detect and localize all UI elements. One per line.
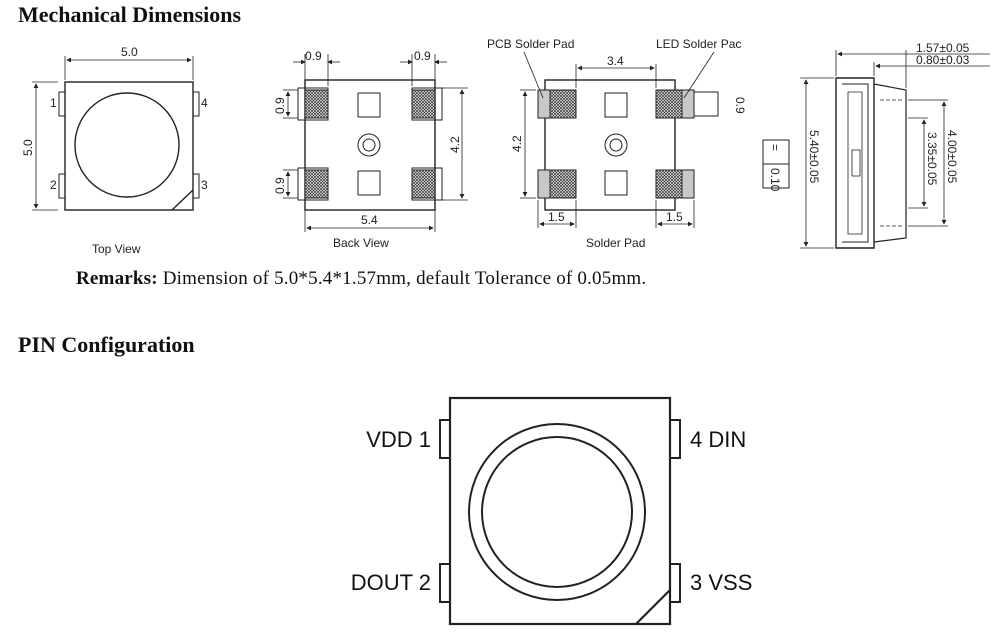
back-view-pad-1: [304, 89, 329, 119]
solder-pad-body: [544, 79, 676, 211]
pin-3-tab: [669, 563, 681, 603]
back-view-pad-right-label: 0.9: [414, 49, 431, 63]
pcb-solder-pad-label: PCB Solder Pad: [487, 37, 574, 51]
solder-pad-pad-height-label: 0.9: [733, 97, 747, 114]
top-view-height-label: 5.0: [21, 139, 35, 156]
top-view-pin3-label: 3: [201, 178, 208, 192]
side-view-drawing: = 0.10 1.57±0.05 0.80±0.03 5.40±0.05 4.0…: [762, 41, 990, 249]
solder-pad-1: [549, 89, 577, 119]
back-view-center-ring: [357, 133, 381, 157]
back-view-drawing: 0.9 0.9 0.9 0.9 4.2 5.4 Back View: [273, 49, 468, 250]
back-view-width-label: 5.4: [361, 213, 378, 227]
led-solder-pad-leader: [683, 51, 715, 99]
back-view-pad-2: [304, 169, 329, 199]
solder-pad-right-width-label: 1.5: [666, 210, 683, 224]
side-view-body: [835, 77, 875, 249]
side-view-lens: [873, 83, 907, 243]
back-view-caption: Back View: [333, 236, 389, 250]
side-view-window-length-label: 3.35±0.05: [925, 132, 939, 186]
top-view-body: [64, 81, 194, 211]
side-view-length-label: 5.40±0.05: [807, 130, 821, 184]
pin-configuration-heading: PIN Configuration: [18, 332, 195, 357]
pcb-solder-pad-leader: [523, 51, 544, 99]
pin-1-label: VDD 1: [366, 427, 431, 452]
top-view-drawing: 1 2 3 4 5.0 5.0 Top View: [21, 45, 208, 256]
pin-config-drawing: VDD 1 DOUT 2 3 VSS 4 DIN: [351, 396, 752, 626]
back-view-pad-3: [411, 169, 436, 199]
back-view-pad-left-label: 0.9: [305, 49, 322, 63]
solder-pad-3: [655, 169, 683, 199]
solder-pad-drawing: PCB Solder Pad LED Solder Pac 3.4 4.2 0.…: [487, 37, 747, 250]
solder-pad-2: [549, 169, 577, 199]
solder-pad-4: [655, 89, 683, 119]
back-view-pad-4: [411, 89, 436, 119]
side-view-top-thickness-label: 0.80±0.03: [916, 53, 970, 67]
remarks-text: Dimension of 5.0*5.4*1.57mm, default Tol…: [162, 268, 647, 289]
pin-config-chamfer: [635, 589, 671, 625]
back-view-pad-height-top-label: 0.9: [273, 97, 287, 114]
top-view-lens: [74, 92, 180, 198]
top-view-caption: Top View: [92, 242, 141, 256]
pin-4-label: 4 DIN: [690, 427, 746, 452]
flatness-value: 0.10: [768, 168, 782, 192]
solder-pad-left-width-label: 1.5: [548, 210, 565, 224]
back-view-height-label: 4.2: [448, 136, 462, 153]
back-view-center-pad-top: [357, 92, 381, 118]
remarks-line: Remarks: Dimension of 5.0*5.4*1.57mm, de…: [76, 268, 646, 290]
back-view-pad-height-bottom-label: 0.9: [273, 177, 287, 194]
mechanical-dimensions-heading: Mechanical Dimensions: [18, 2, 242, 27]
pin-config-lens-inner: [481, 436, 633, 588]
remarks-label: Remarks:: [76, 268, 158, 289]
pin-1-tab: [439, 419, 451, 459]
top-view-pin3-tab: [192, 173, 200, 199]
pin-config-lens-outer: [468, 423, 646, 601]
led-solder-pad-label: LED Solder Pac: [656, 37, 741, 51]
solder-pad-height-label: 4.2: [510, 135, 524, 152]
side-view-total-thickness-label: 1.57±0.05: [916, 41, 970, 55]
back-view-center-pad-bottom: [357, 170, 381, 196]
pin-2-label: DOUT 2: [351, 570, 431, 595]
top-view-width-label: 5.0: [121, 45, 138, 59]
pin-config-body: [448, 396, 672, 626]
solder-pad-caption: Solder Pad: [586, 236, 645, 250]
pin-4-tab: [669, 419, 681, 459]
solder-pad-spacing-label: 3.4: [607, 54, 624, 68]
pin-2-tab: [439, 563, 451, 603]
top-view-pin2-tab: [58, 173, 66, 199]
top-view-pin4-label: 4: [201, 96, 208, 110]
top-view-pin4-tab: [192, 91, 200, 117]
back-view-body: [304, 79, 436, 211]
top-view-chamfer: [171, 189, 194, 211]
side-view-inner-length-label: 4.00±0.05: [945, 130, 959, 184]
flatness-symbol: =: [768, 144, 782, 151]
pin-3-label: 3 VSS: [690, 570, 752, 595]
top-view-pin1-tab: [58, 91, 66, 117]
top-view-pin2-label: 2: [50, 178, 57, 192]
top-view-pin1-label: 1: [50, 96, 57, 110]
